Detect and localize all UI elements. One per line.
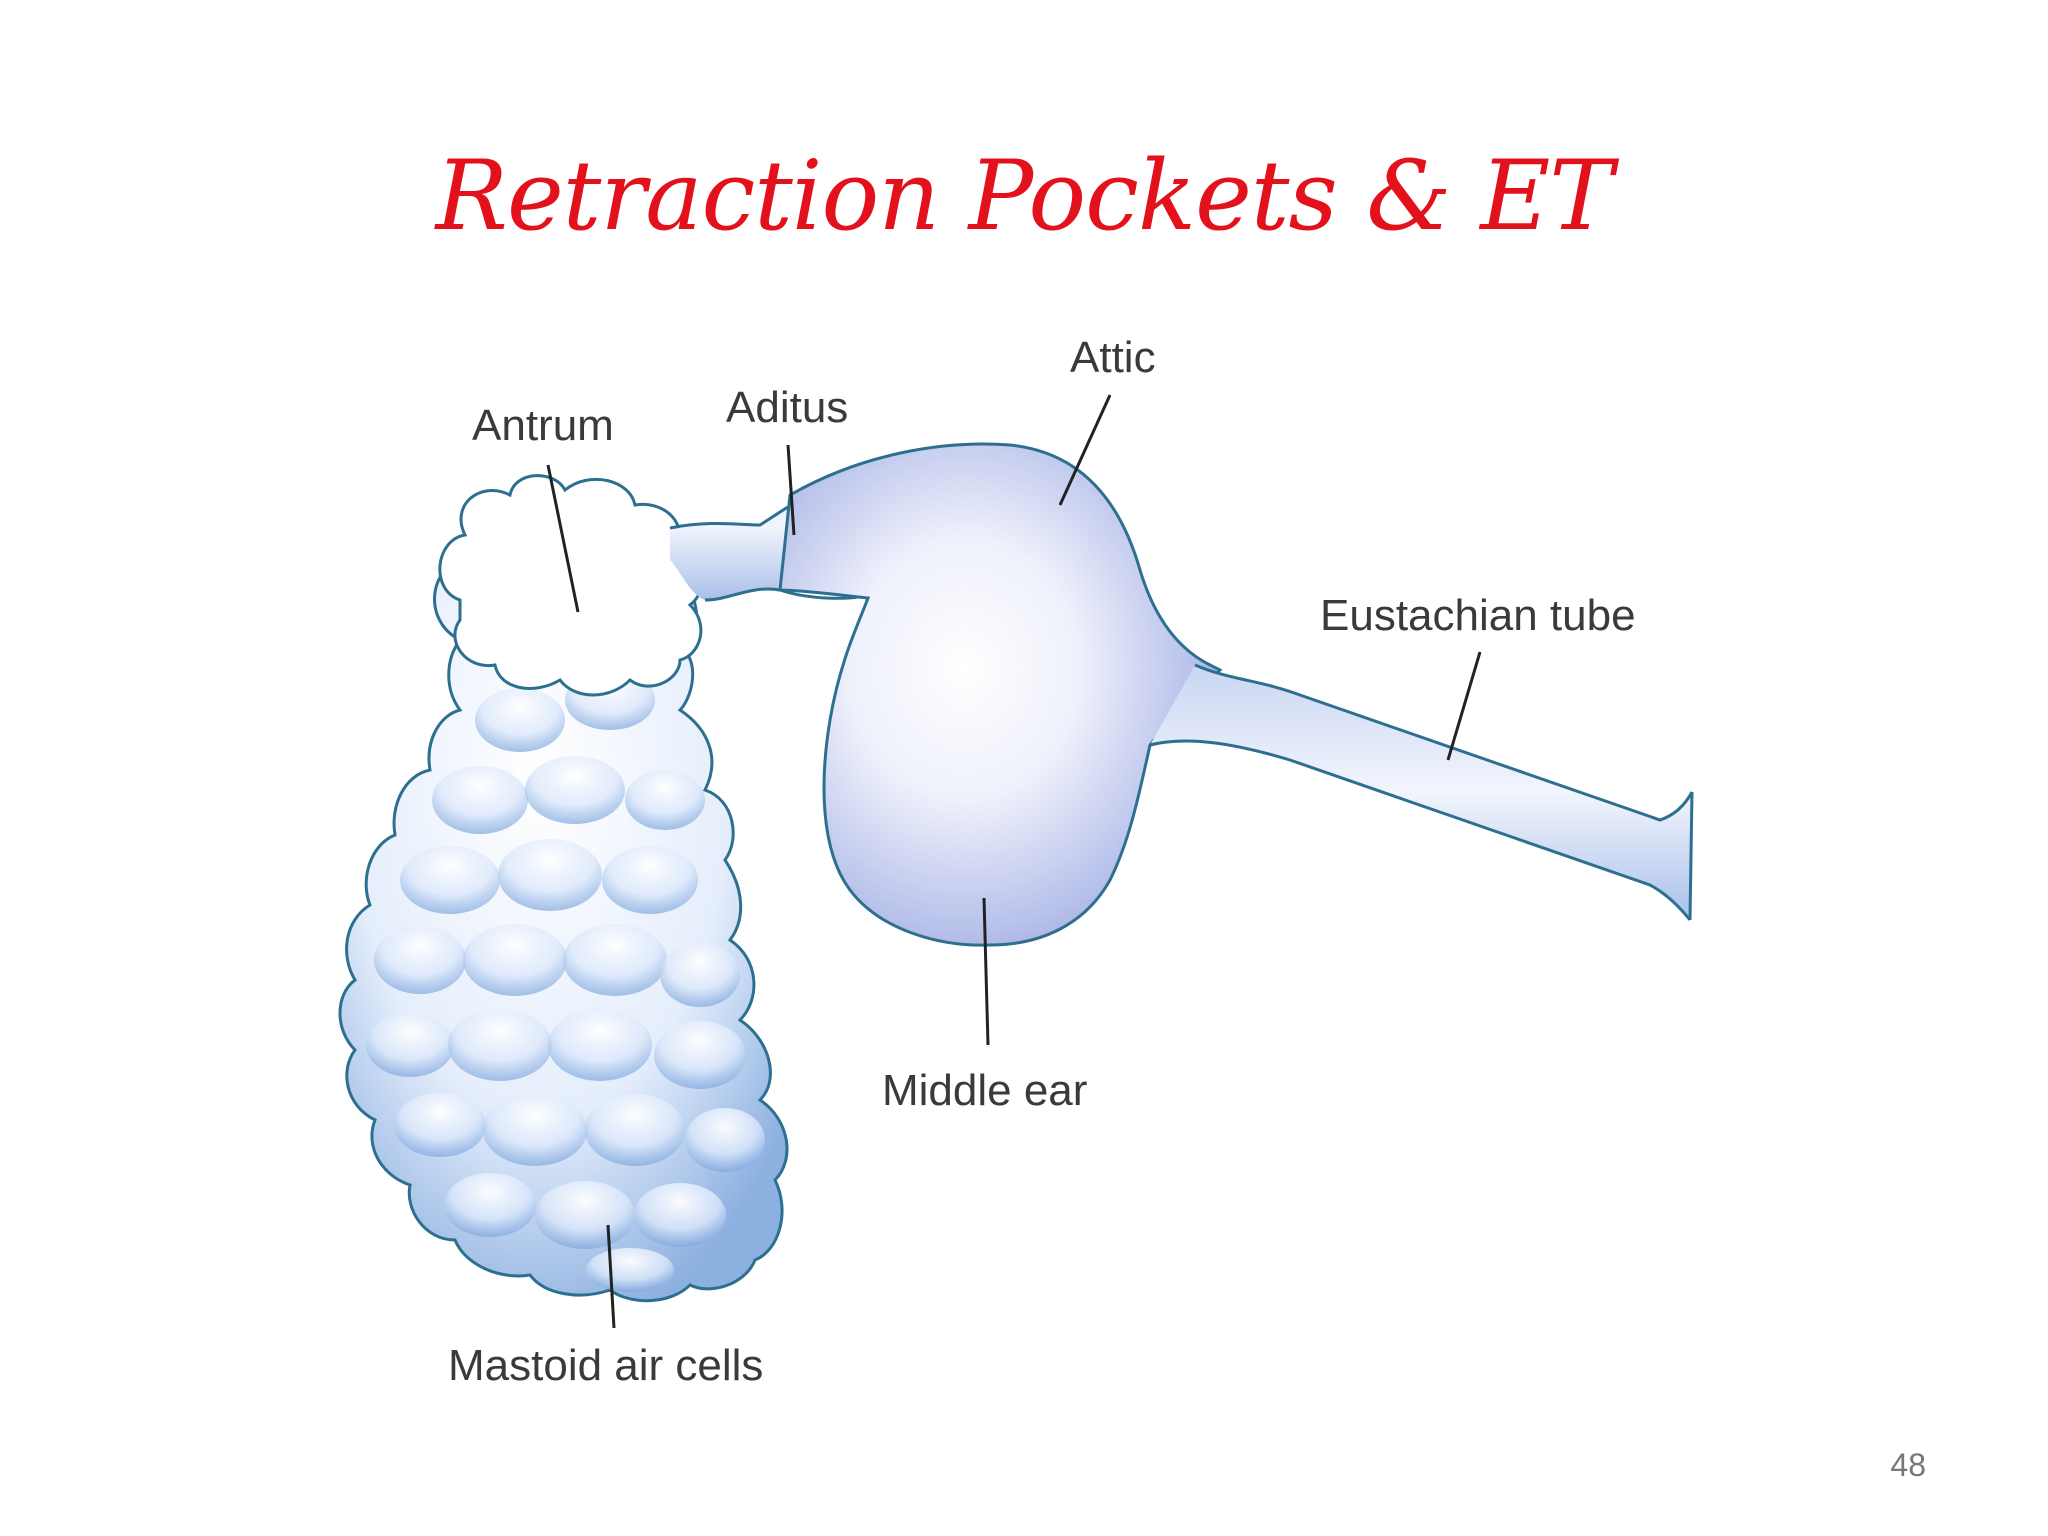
- mastoid-air-cells-shape: [338, 492, 789, 1303]
- middle-ear-leader-line: [982, 897, 990, 1046]
- attic-label: Attic: [1070, 333, 1156, 382]
- attic-leader-line: [1058, 394, 1112, 506]
- antrum-label: Antrum: [472, 401, 614, 450]
- antrum-leader-line: [546, 464, 580, 613]
- mastoid-air-cells-label: Mastoid air cells: [448, 1341, 763, 1390]
- page-number: 48: [1890, 1447, 1926, 1483]
- middle-ear-label: Middle ear: [882, 1066, 1087, 1115]
- eustachian-tube-label: Eustachian tube: [1320, 591, 1636, 640]
- middle-ear-shape: [778, 442, 1223, 947]
- aditus-label: Aditus: [726, 383, 848, 432]
- eustachian-tube-leader-line: [1446, 651, 1482, 761]
- antrum-shape: [438, 474, 704, 697]
- eustachian-tube-shape: [1150, 665, 1692, 920]
- slide-title: Retraction Pockets & ET: [435, 140, 1614, 252]
- aditus-leader-line: [786, 444, 796, 536]
- mastoid-air-cells-leader-line: [606, 1224, 616, 1329]
